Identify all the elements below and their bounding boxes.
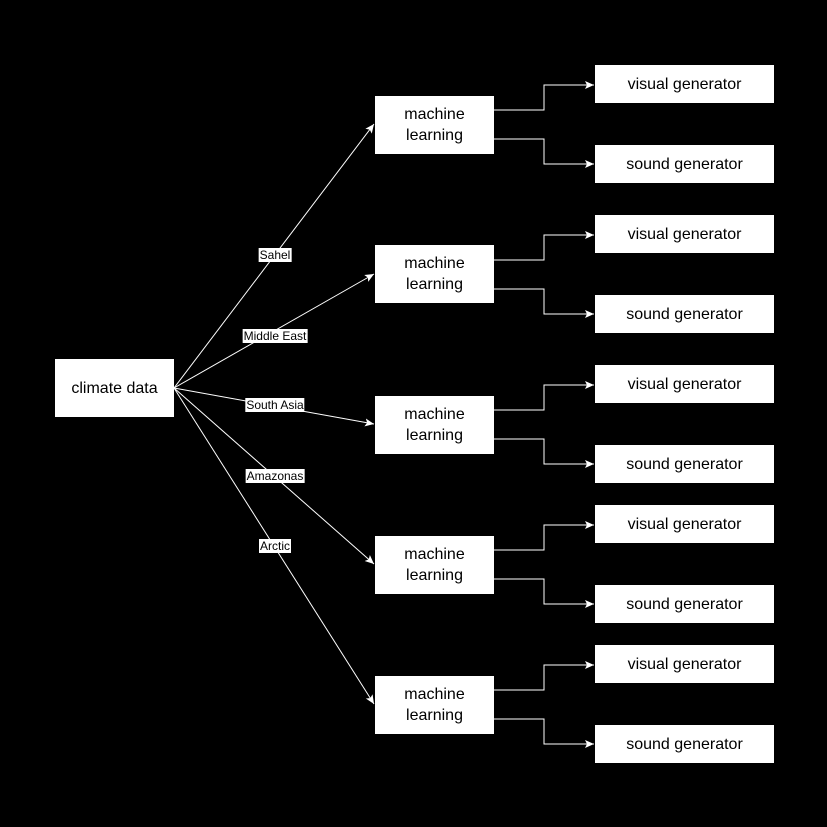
edge-ml5-sound <box>494 718 594 748</box>
edge-ml1-sound <box>494 138 594 168</box>
machine-learning-node: machine learning <box>375 396 494 454</box>
sound-generator-node: sound generator <box>595 145 774 183</box>
edge-ml4-visual <box>494 521 594 551</box>
sound-generator-node: sound generator <box>595 295 774 333</box>
edge-ml1-visual <box>494 81 594 111</box>
visual-generator-node: visual generator <box>595 215 774 253</box>
edge-ml2-visual <box>494 231 594 261</box>
edge-label-arctic: Arctic <box>259 539 291 553</box>
sound-generator-node: sound generator <box>595 725 774 763</box>
edge-ml3-visual <box>494 381 594 411</box>
climate-data-node: climate data <box>55 359 174 417</box>
sound-generator-node: sound generator <box>595 585 774 623</box>
edge-ml4-sound <box>494 578 594 608</box>
visual-generator-node: visual generator <box>595 645 774 683</box>
machine-learning-node: machine learning <box>375 676 494 734</box>
edge-ml2-sound <box>494 288 594 318</box>
machine-learning-node: machine learning <box>375 245 494 303</box>
sound-generator-node: sound generator <box>595 445 774 483</box>
machine-learning-node: machine learning <box>375 536 494 594</box>
edge-ml5-visual <box>494 661 594 691</box>
edge-label-south-asia: South Asia <box>245 398 305 412</box>
visual-generator-node: visual generator <box>595 65 774 103</box>
visual-generator-node: visual generator <box>595 365 774 403</box>
edge-ml3-sound <box>494 438 594 468</box>
edge-label-sahel: Sahel <box>258 248 292 262</box>
machine-learning-node: machine learning <box>375 96 494 154</box>
visual-generator-node: visual generator <box>595 505 774 543</box>
edge-label-amazonas: Amazonas <box>245 469 305 483</box>
edge-label-middle-east: Middle East <box>242 329 308 343</box>
